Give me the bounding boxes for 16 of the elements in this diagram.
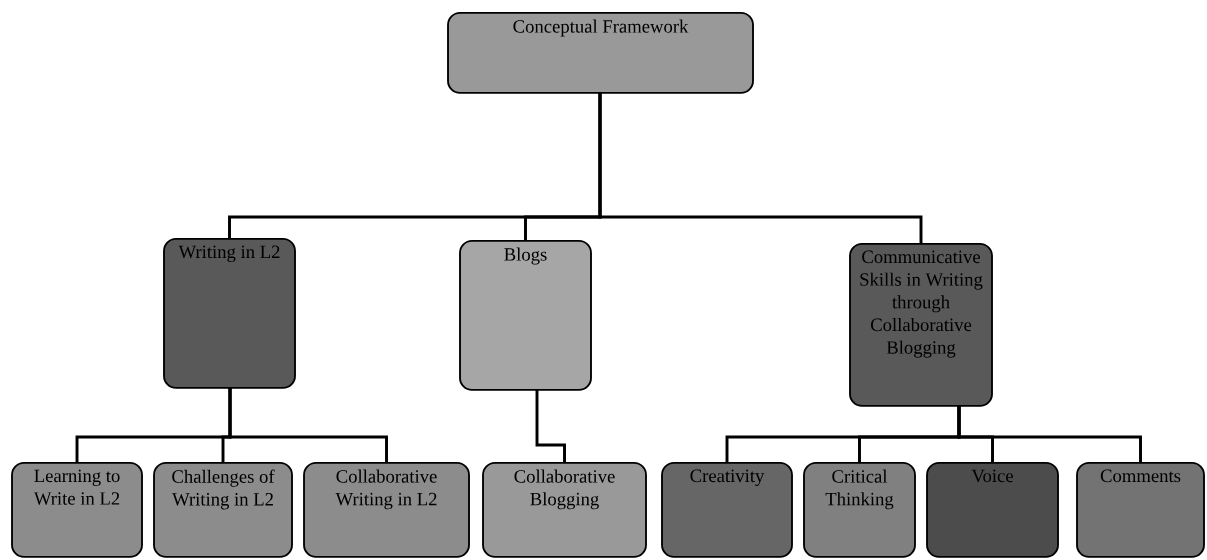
topic-box: Comments (1076, 462, 1205, 558)
topic-box: Collaborative Blogging (482, 462, 647, 558)
root-box: Conceptual Framework (447, 12, 754, 94)
connector-line (228, 387, 388, 462)
topic-box: Challenges of Writing in L2 (153, 462, 293, 558)
connector-line (957, 405, 1142, 462)
topic-box: Creativity (661, 462, 793, 558)
category-box: Writing in L2 (163, 238, 296, 389)
connector-line (535, 389, 566, 462)
category-box: Communicative Skills in Writing through Collaborative Blogging (849, 243, 993, 407)
topic-box: Voice (926, 462, 1059, 558)
connector-line (598, 92, 923, 243)
topic-box: Critical Thinking (803, 462, 916, 558)
topic-box: Collaborative Writing in L2 (303, 462, 470, 558)
topic-box: Learning to Write in L2 (11, 462, 143, 558)
category-box: Blogs (459, 240, 592, 391)
